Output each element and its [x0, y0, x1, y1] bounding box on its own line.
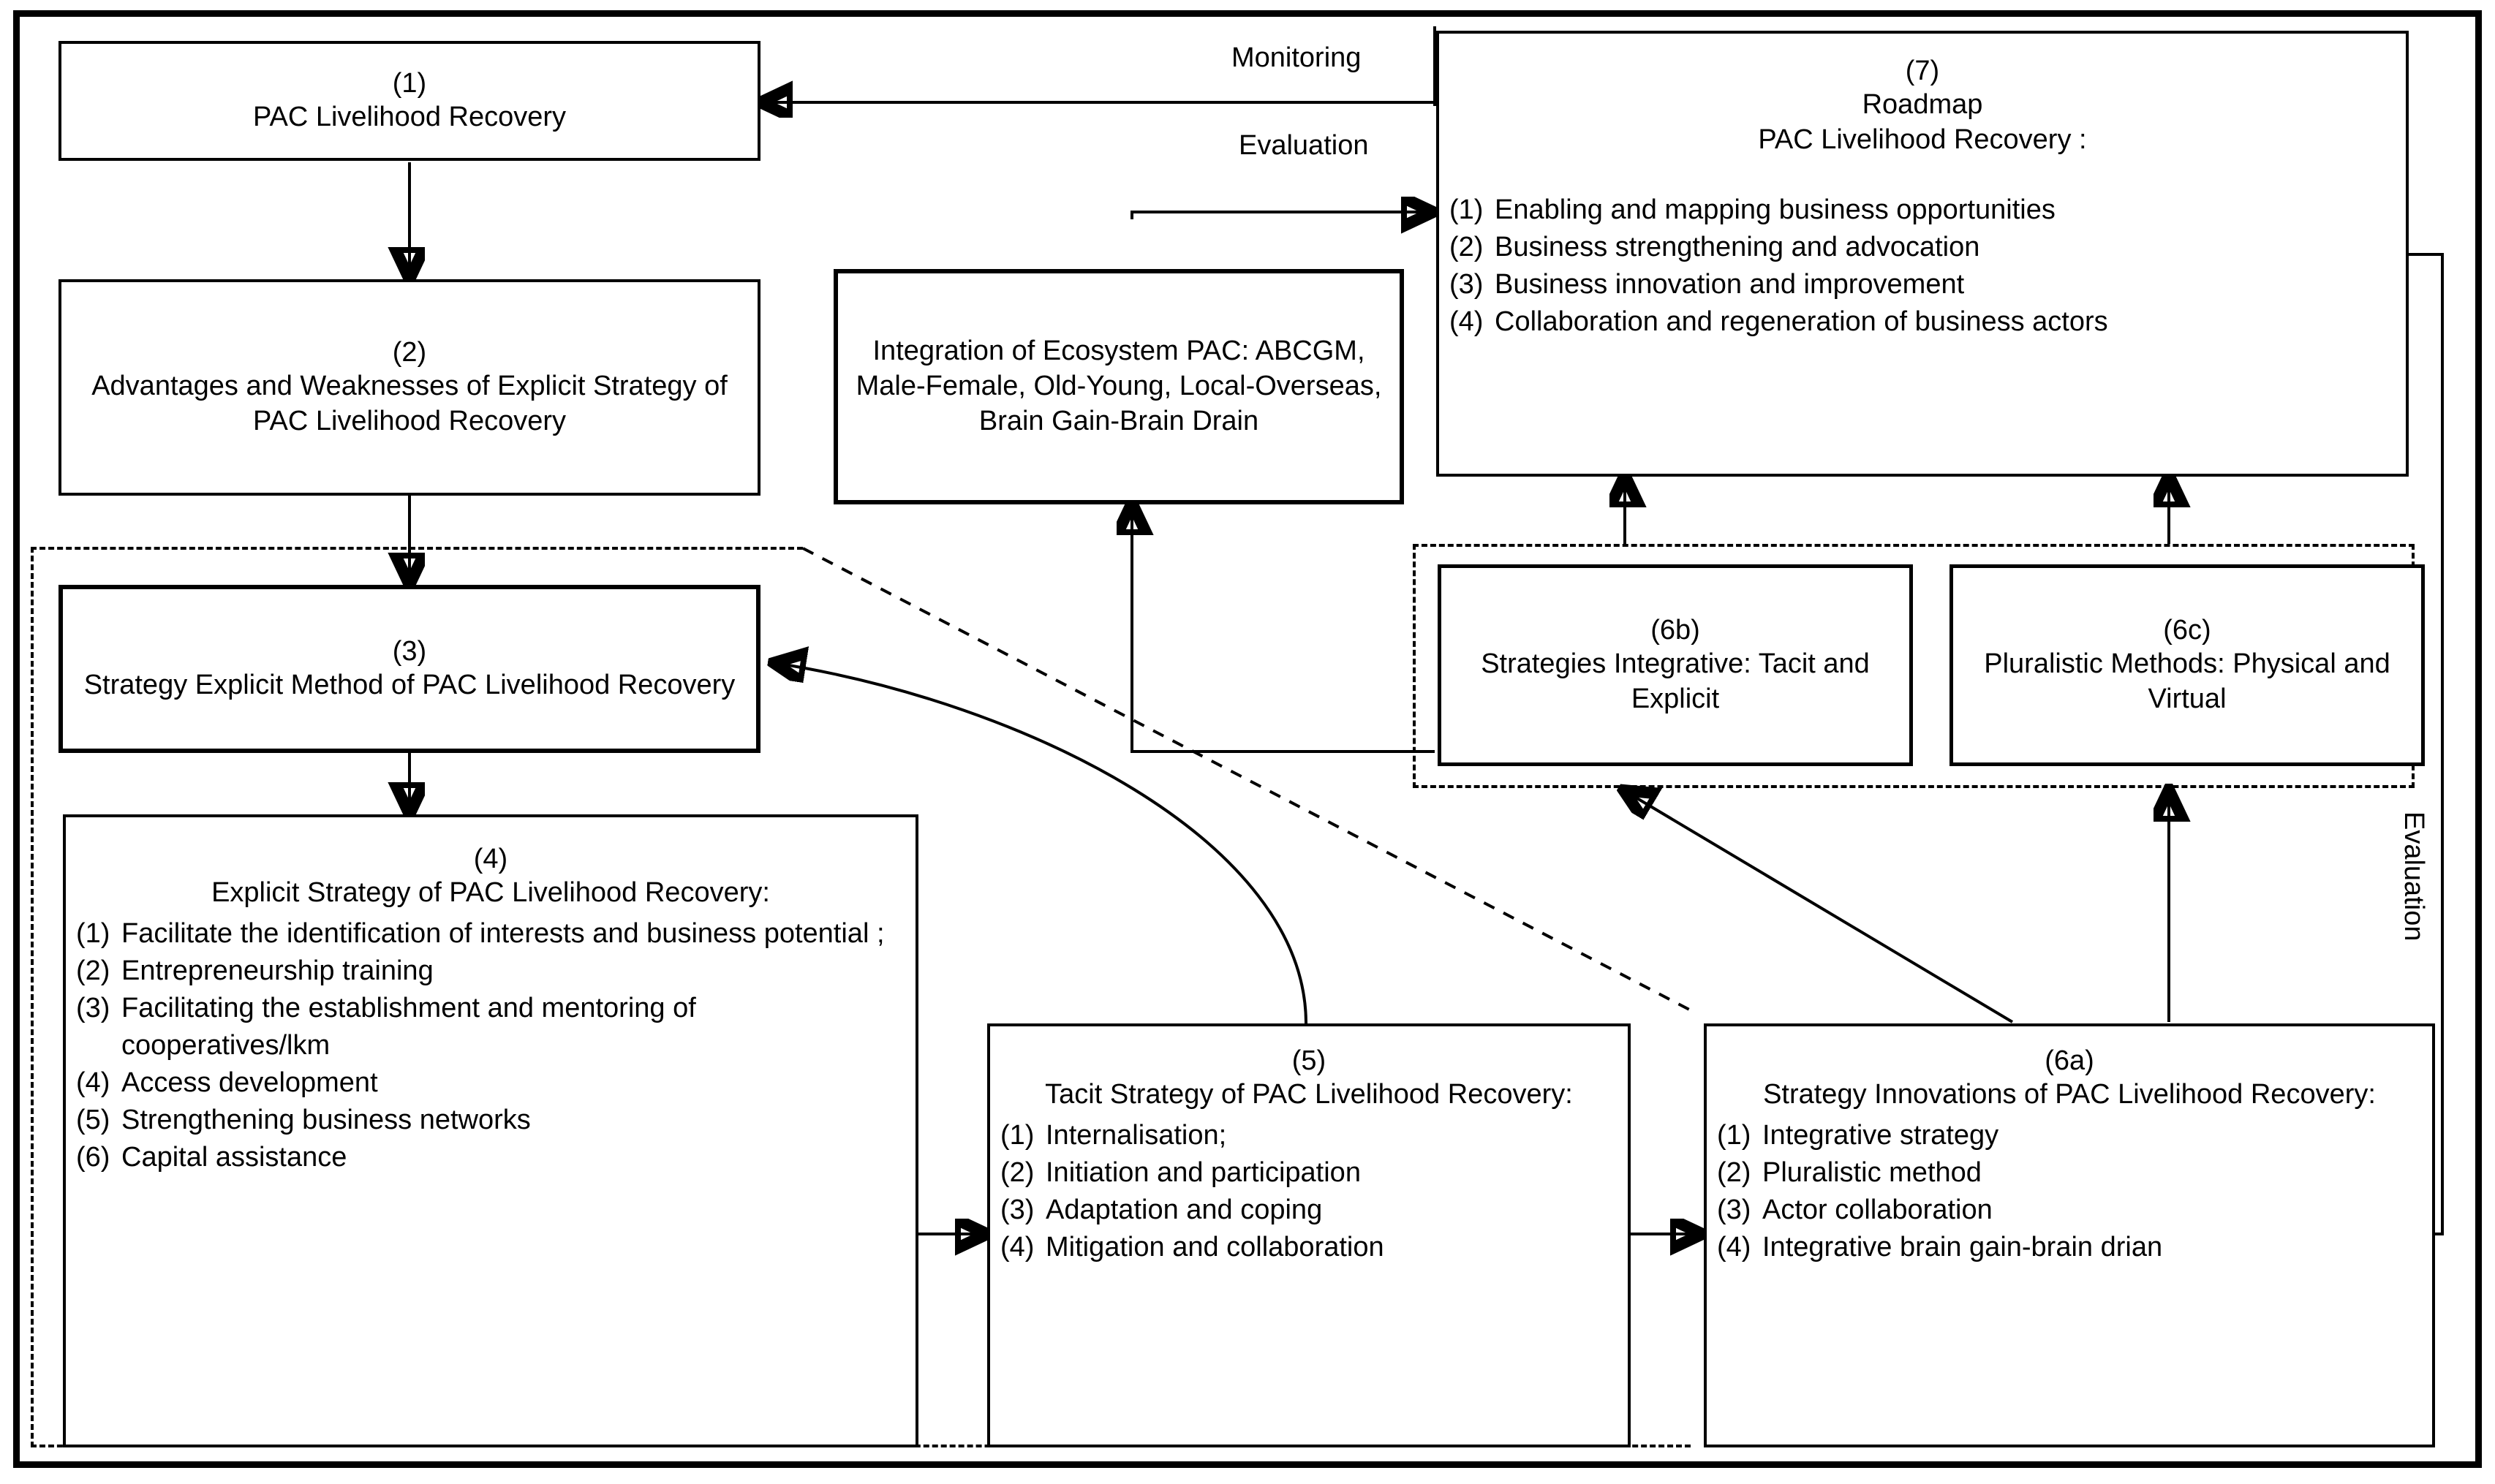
list-text: Access development — [121, 1067, 378, 1098]
list-marker: (1) — [76, 918, 110, 950]
dashed-region-left-top-edge — [31, 547, 803, 550]
node-1-number: (1) — [392, 67, 427, 99]
node-6a-strategy-innovations[interactable]: (6a) Strategy Innovations of PAC Livelih… — [1704, 1023, 2435, 1447]
list-text: Integrative strategy — [1762, 1120, 1999, 1151]
list-item: (4) Integrative brain gain-brain drian — [1717, 1229, 2422, 1266]
node-6c-title: Pluralistic Methods: Physical and Virtua… — [1984, 648, 2390, 715]
list-text: Internalisation; — [1046, 1120, 1227, 1151]
label-evaluation-right: Evaluation — [2398, 811, 2429, 942]
list-text: Actor collaboration — [1762, 1195, 1993, 1226]
list-item: (1) Integrative strategy — [1717, 1117, 2422, 1154]
node-7-roadmap[interactable]: (7) Roadmap PAC Livelihood Recovery : (1… — [1436, 31, 2409, 477]
list-text: Strengthening business networks — [121, 1104, 531, 1135]
list-text: Business innovation and improvement — [1495, 268, 1965, 300]
node-6c-number: (6c) — [2163, 614, 2211, 646]
label-monitoring: Monitoring — [1231, 42, 1362, 73]
list-item: (1) Facilitate the identification of inte… — [76, 915, 905, 953]
list-item: (4) Collaboration and regeneration of bus… — [1449, 303, 2396, 341]
node-6b-title: Strategies Integrative: Tacit and Explic… — [1481, 648, 1870, 715]
list-item: (4) Mitigation and collaboration — [1000, 1229, 1618, 1266]
list-marker: (2) — [1000, 1157, 1035, 1189]
node-3-title: Strategy Explicit Method of PAC Liveliho… — [83, 670, 736, 701]
list-text: Adaptation and coping — [1046, 1195, 1323, 1226]
list-item: (3) Adaptation and coping — [1000, 1192, 1618, 1229]
node-4-title: Explicit Strategy of PAC Livelihood Reco… — [211, 877, 770, 909]
list-marker: (1) — [1717, 1120, 1751, 1151]
list-marker: (1) — [1000, 1120, 1035, 1151]
list-text: Integrative brain gain-brain drian — [1762, 1231, 2163, 1262]
list-marker: (3) — [1000, 1195, 1035, 1226]
node-2-advantages-weaknesses[interactable]: (2) Advantages and Weaknesses of Explici… — [58, 279, 760, 496]
list-item: (3) Facilitating the establishment and me… — [76, 990, 905, 1064]
list-marker: (4) — [1717, 1231, 1751, 1262]
node-7-title-line2: PAC Livelihood Recovery : — [1758, 124, 2087, 156]
list-marker: (1) — [1449, 194, 1484, 226]
list-item: (6) Capital assistance — [76, 1139, 905, 1176]
list-marker: (3) — [1449, 268, 1484, 300]
node-1-title: PAC Livelihood Recovery — [252, 102, 567, 133]
list-item: (1) Internalisation; — [1000, 1117, 1618, 1154]
node-integration-ecosystem-pac[interactable]: Integration of Ecosystem PAC: ABCGM, Mal… — [834, 269, 1404, 504]
node-5-list: (1) Internalisation; (2) Initiation and pa… — [1000, 1117, 1618, 1266]
list-text: Pluralistic method — [1762, 1157, 1982, 1189]
list-marker: (4) — [76, 1067, 110, 1098]
list-item: (4) Access development — [76, 1064, 905, 1102]
list-text: Collaboration and regeneration of busine… — [1495, 306, 2108, 337]
node-2-number: (2) — [392, 336, 427, 368]
list-item: (2) Business strengthening and advocation — [1449, 229, 2396, 266]
list-marker: (5) — [76, 1104, 110, 1135]
outer-frame — [13, 10, 2482, 1468]
node-3-strategy-explicit-method[interactable]: (3) Strategy Explicit Method of PAC Live… — [58, 585, 760, 753]
list-marker: (3) — [76, 993, 110, 1024]
list-marker: (4) — [1449, 306, 1484, 337]
list-item: (3) Business innovation and improvement — [1449, 266, 2396, 303]
node-6a-number: (6a) — [2045, 1045, 2094, 1076]
list-text: Mitigation and collaboration — [1046, 1231, 1384, 1262]
node-7-title-line1: Roadmap — [1862, 89, 1983, 121]
list-item: (2) Pluralistic method — [1717, 1154, 2422, 1192]
list-item: (2) Initiation and participation — [1000, 1154, 1618, 1192]
list-text: Facilitate the identification of interes… — [121, 918, 885, 950]
list-item: (2) Entrepreneurship training — [76, 953, 905, 990]
node-3-number: (3) — [392, 635, 427, 667]
list-marker: (2) — [1717, 1157, 1751, 1189]
node-6b-strategies-integrative[interactable]: (6b) Strategies Integrative: Tacit and E… — [1438, 564, 1913, 766]
node-1-pac-livelihood-recovery[interactable]: (1) PAC Livelihood Recovery — [58, 41, 760, 161]
list-text: Entrepreneurship training — [121, 955, 434, 987]
node-2-title: Advantages and Weaknesses of Explicit St… — [91, 371, 728, 437]
node-5-number: (5) — [1291, 1045, 1326, 1076]
node-6c-pluralistic-methods[interactable]: (6c) Pluralistic Methods: Physical and V… — [1949, 564, 2425, 766]
list-text: Capital assistance — [121, 1141, 347, 1173]
node-7-list: (1) Enabling and mapping business opportu… — [1449, 192, 2396, 341]
list-text: Enabling and mapping business opportunit… — [1495, 194, 2056, 226]
list-marker: (2) — [1449, 232, 1484, 263]
node-6a-list: (1) Integrative strategy (2) Pluralistic m… — [1717, 1117, 2422, 1266]
node-4-number: (4) — [473, 844, 508, 874]
node-4-list: (1) Facilitate the identification of inte… — [76, 915, 905, 1176]
list-text: Initiation and participation — [1046, 1157, 1361, 1189]
node-5-title: Tacit Strategy of PAC Livelihood Recover… — [1045, 1079, 1573, 1110]
label-evaluation-top: Evaluation — [1239, 130, 1369, 161]
list-item: (3) Actor collaboration — [1717, 1192, 2422, 1229]
list-text: Facilitating the establishment and mento… — [121, 993, 696, 1061]
node-6a-title: Strategy Innovations of PAC Livelihood R… — [1763, 1079, 2376, 1110]
list-item: (1) Enabling and mapping business opportu… — [1449, 192, 2396, 229]
list-text: Business strengthening and advocation — [1495, 232, 1980, 263]
list-marker: (3) — [1717, 1195, 1751, 1226]
list-marker: (4) — [1000, 1231, 1035, 1262]
node-4-explicit-strategy[interactable]: (4) Explicit Strategy of PAC Livelihood … — [63, 814, 918, 1447]
node-integration-title: Integration of Ecosystem PAC: ABCGM, Mal… — [856, 336, 1382, 436]
node-6b-number: (6b) — [1650, 614, 1700, 646]
list-marker: (6) — [76, 1141, 110, 1173]
node-7-number: (7) — [1905, 56, 1940, 86]
list-marker: (2) — [76, 955, 110, 987]
node-5-tacit-strategy[interactable]: (5) Tacit Strategy of PAC Livelihood Rec… — [987, 1023, 1631, 1447]
list-item: (5) Strengthening business networks — [76, 1102, 905, 1139]
